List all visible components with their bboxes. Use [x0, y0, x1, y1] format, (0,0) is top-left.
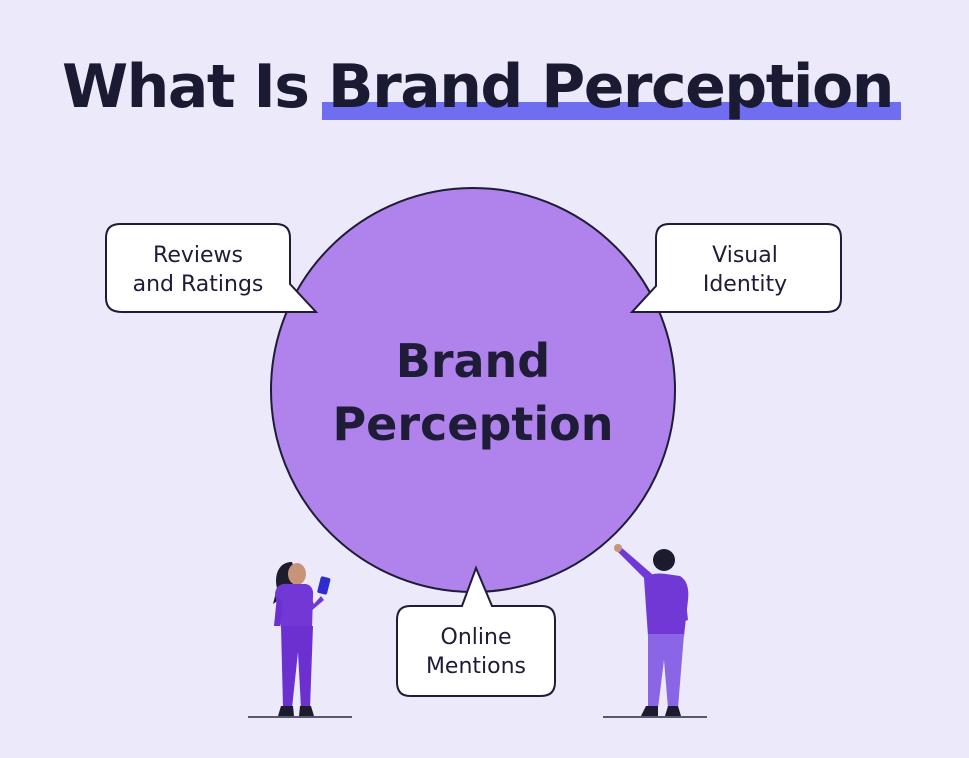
woman-torso: [275, 583, 314, 628]
callout-online-line2: Mentions: [426, 654, 526, 679]
woman-left-shoe: [278, 706, 294, 716]
title-highlight: Brand Perception: [327, 52, 895, 122]
callout-online-line1: Online: [441, 625, 512, 650]
woman-left-arm: [274, 596, 283, 626]
callout-reviews-line2: and Ratings: [133, 272, 264, 297]
woman-right-shoe: [299, 706, 314, 716]
man-right-shoe: [665, 706, 681, 716]
callout-reviews-line1: Reviews: [153, 243, 243, 268]
man-pointing-illustration: [603, 544, 707, 718]
page-title: What Is Brand Perception: [62, 52, 895, 122]
woman-with-phone-illustration: [248, 562, 352, 718]
callout-visual-identity: Visual Identity: [629, 223, 842, 313]
woman-face: [288, 563, 306, 585]
woman-legs: [281, 626, 313, 708]
man-hand: [614, 544, 622, 552]
center-label-line2: Perception: [332, 397, 613, 451]
callout-visual-line2: Identity: [703, 272, 787, 297]
man-head: [653, 549, 675, 571]
callout-visual-line1: Visual: [712, 243, 778, 268]
woman-right-arm: [310, 596, 324, 612]
phone-icon: [317, 576, 331, 595]
callout-online-mentions: Online Mentions: [396, 565, 556, 697]
man-left-shoe: [641, 706, 658, 716]
brand-perception-circle: [270, 187, 676, 593]
man-legs: [648, 634, 684, 708]
man-other-arm: [678, 584, 688, 622]
man-pointing-arm: [618, 548, 652, 582]
center-label-line1: Brand: [396, 334, 550, 388]
callout-reviews-and-ratings: Reviews and Ratings: [105, 223, 319, 313]
man-torso: [644, 573, 689, 636]
title-prefix: What Is: [62, 52, 328, 122]
